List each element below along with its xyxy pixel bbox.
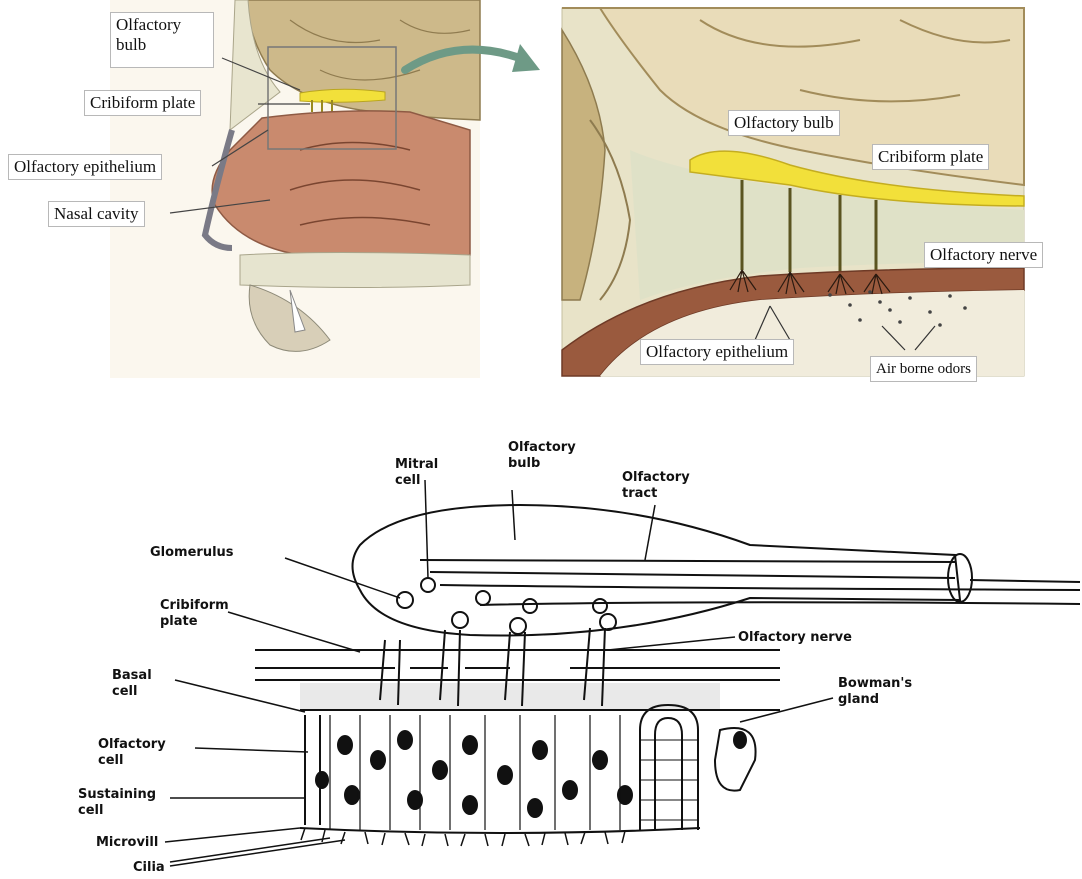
label-basal-cell-line1: Basal: [112, 668, 152, 684]
label-mitral-cell: Mitral cell: [395, 457, 438, 489]
label-olfactory-tract-line2: tract: [622, 486, 690, 502]
label-cribiform-plate-left: Cribiform plate: [84, 90, 201, 116]
label-olfactory-tract: Olfactory tract: [622, 470, 690, 502]
label-bowmans-gland: Bowman's gland: [838, 676, 912, 708]
label-olfactory-cell: Olfactory cell: [98, 737, 166, 769]
label-olfactory-bulb-left: Olfactory bulb: [110, 12, 214, 68]
label-olfactory-tract-line1: Olfactory: [622, 470, 690, 486]
label-cribiform-plate-bottom-line1: Cribiform: [160, 598, 229, 614]
label-bowmans-gland-line1: Bowman's: [838, 676, 912, 692]
label-mitral-cell-line1: Mitral: [395, 457, 438, 473]
zoom-arrow-head: [512, 44, 540, 72]
label-glomerulus: Glomerulus: [150, 545, 234, 561]
label-sustaining-cell-line1: Sustaining: [78, 787, 156, 803]
label-cribiform-plate-bottom: Cribiform plate: [160, 598, 229, 630]
label-olfactory-epithelium-left: Olfactory epithelium: [8, 154, 162, 180]
label-mitral-cell-line2: cell: [395, 473, 438, 489]
label-microvilli: Microvill: [96, 835, 158, 851]
label-olfactory-cell-line1: Olfactory: [98, 737, 166, 753]
label-olfactory-nerve-bottom: Olfactory nerve: [738, 630, 852, 646]
label-bowmans-gland-line2: gland: [838, 692, 912, 708]
label-sustaining-cell: Sustaining cell: [78, 787, 156, 819]
label-cilia: Cilia: [133, 860, 165, 876]
label-olfactory-epithelium-right: Olfactory epithelium: [640, 339, 794, 365]
label-olfactory-bulb-bottom: Olfactory bulb: [508, 440, 576, 472]
label-nasal-cavity-left: Nasal cavity: [48, 201, 145, 227]
label-cribiform-plate-right: Cribiform plate: [872, 144, 989, 170]
label-cribiform-plate-bottom-line2: plate: [160, 614, 229, 630]
label-olfactory-bulb-left-line2: bulb: [116, 35, 208, 55]
label-olfactory-bulb-bottom-line2: bulb: [508, 456, 576, 472]
label-air-borne-odors: Air borne odors: [870, 356, 977, 382]
label-olfactory-bulb-left-line1: Olfactory: [116, 15, 208, 35]
label-olfactory-bulb-right: Olfactory bulb: [728, 110, 840, 136]
label-olfactory-nerve-right: Olfactory nerve: [924, 242, 1043, 268]
label-basal-cell-line2: cell: [112, 684, 152, 700]
zoomed-olfactory-region: [562, 8, 1024, 376]
label-olfactory-cell-line2: cell: [98, 753, 166, 769]
label-basal-cell: Basal cell: [112, 668, 152, 700]
label-sustaining-cell-line2: cell: [78, 803, 156, 819]
label-olfactory-bulb-bottom-line1: Olfactory: [508, 440, 576, 456]
olfactory-cellular-diagram: [165, 480, 1080, 866]
